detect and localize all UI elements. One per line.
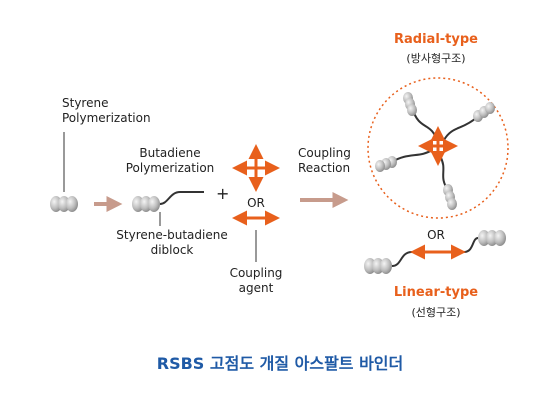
radial-type-subtitle: (방사형구조) bbox=[406, 52, 466, 65]
linear-type-title: Linear-type bbox=[393, 285, 479, 300]
radial-type-title: Radial-type bbox=[394, 32, 478, 47]
or-agent-label: OR bbox=[247, 196, 265, 210]
styrene-beads bbox=[50, 196, 78, 212]
radial-circle bbox=[367, 77, 509, 219]
styrene-polymerization-label: Styrene Polymerization bbox=[62, 96, 151, 125]
diagram-caption: RSBS 고점도 개질 아스팔트 바인더 bbox=[156, 354, 404, 373]
plus-sign: + bbox=[216, 184, 230, 203]
diblock-label: Styrene-butadiene diblock bbox=[116, 228, 228, 257]
diblock-molecule bbox=[132, 191, 204, 212]
linear-molecule bbox=[364, 230, 506, 274]
linear-type-subtitle: (선형구조) bbox=[411, 306, 461, 319]
four-way-coupling-agent bbox=[232, 144, 280, 192]
coupling-agent-label: Coupling agent bbox=[229, 266, 283, 295]
coupling-reaction-label: Coupling Reaction bbox=[298, 146, 351, 175]
butadiene-polymerization-label: Butadiene Polymerization bbox=[125, 146, 215, 175]
or-types-label: OR bbox=[427, 228, 445, 242]
radial-molecule bbox=[375, 92, 495, 210]
